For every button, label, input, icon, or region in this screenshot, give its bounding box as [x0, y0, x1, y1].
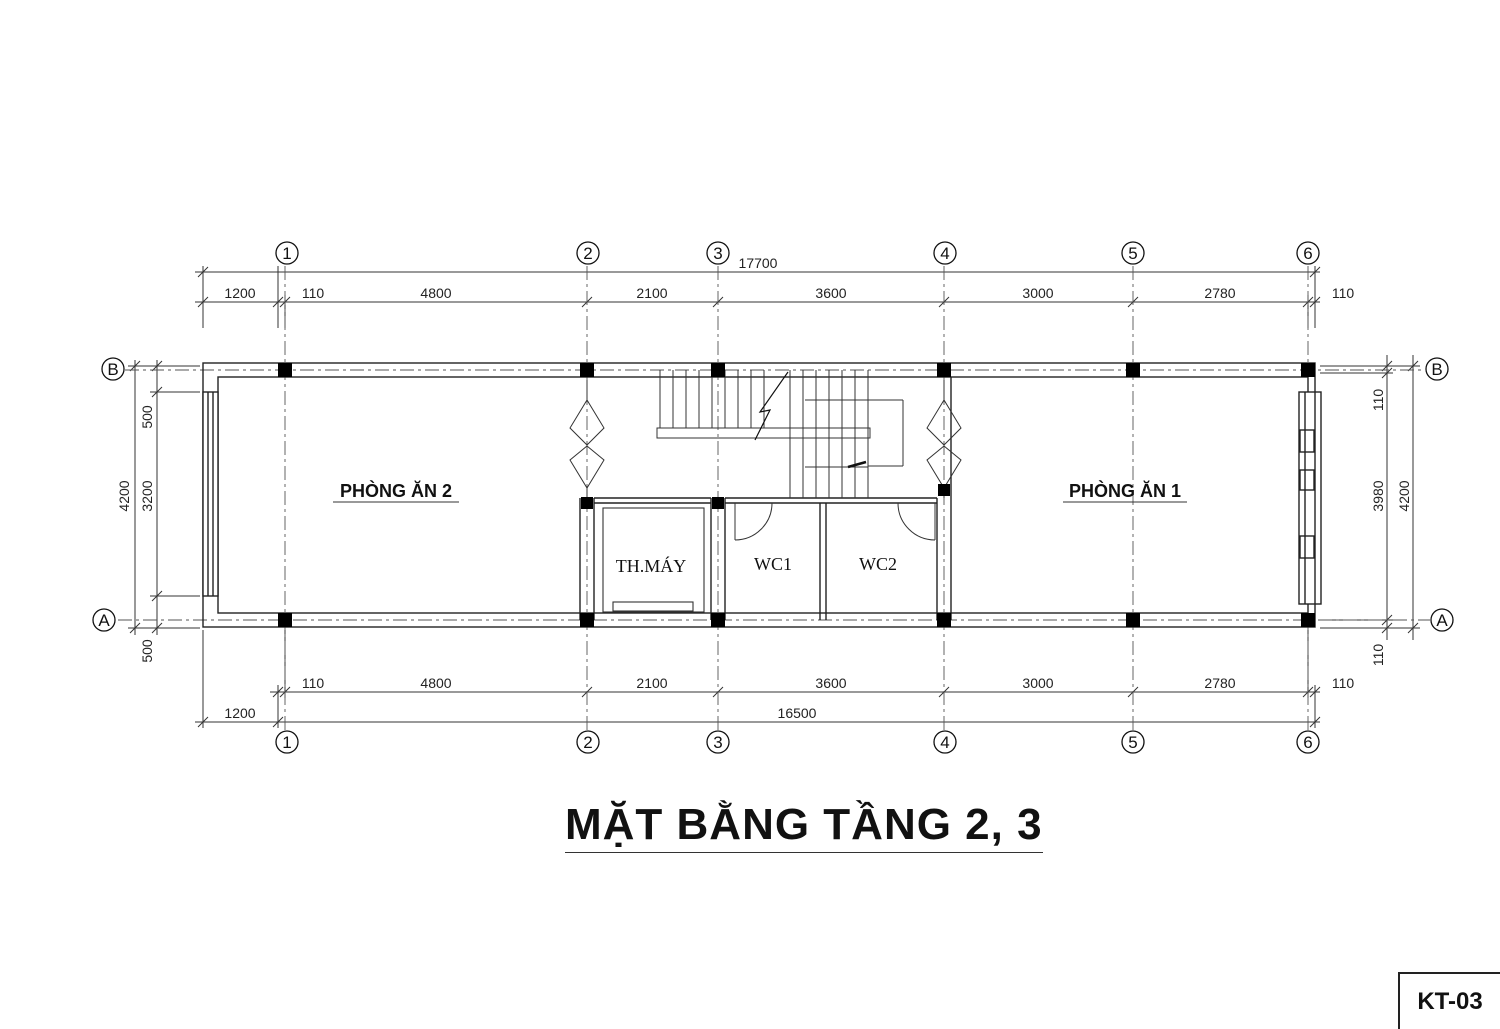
- dim-bottom-2780: 2780: [1204, 675, 1235, 691]
- dim-top-2780: 2780: [1204, 285, 1235, 301]
- dim-top-110-right: 110: [1332, 285, 1355, 301]
- column-3-B: [711, 363, 725, 377]
- column-5-A: [1126, 613, 1140, 627]
- axis-bubble-5-top: 5: [1121, 241, 1145, 265]
- dim-right-4200: 4200: [1396, 480, 1412, 511]
- dim-bottom-110-left: 110: [302, 675, 325, 691]
- svg-text:1: 1: [282, 733, 291, 752]
- svg-text:2: 2: [583, 244, 592, 263]
- staircase: [656, 370, 904, 498]
- dim-bottom-total: 16500: [778, 705, 817, 721]
- wc-doors: [734, 502, 936, 541]
- room-label-machine: TH.MÁY: [616, 555, 687, 576]
- sheet-code: KT-03: [1417, 987, 1483, 1015]
- dim-top-110-left: 110: [302, 285, 325, 301]
- dim-bottom-110-right: 110: [1332, 675, 1355, 691]
- machine-room: [602, 507, 705, 613]
- axis-bubble-2-top: 2: [576, 241, 600, 265]
- top-dimension-lines: [195, 266, 1321, 328]
- axis-bubble-4-top: 4: [933, 241, 957, 265]
- column-1-A: [278, 613, 292, 627]
- dim-bottom-2100: 2100: [636, 675, 667, 691]
- dim-bottom-3000: 3000: [1022, 675, 1053, 691]
- walls: [202, 362, 1322, 628]
- axis-bubble-3-bottom: 3: [706, 730, 730, 754]
- dim-bottom-4800: 4800: [420, 675, 451, 691]
- room-label-wc1: WC1: [754, 554, 792, 574]
- axis-bubble-1-bottom: 1: [275, 730, 299, 754]
- column-mid-3: [938, 484, 950, 496]
- column-2-A: [580, 613, 594, 627]
- bottom-dimensions: 110 4800 2100 3600 3000 2780 110 1200 16…: [224, 675, 1354, 721]
- column-6-B: [1301, 363, 1315, 377]
- column-4-A: [937, 613, 951, 627]
- svg-text:5: 5: [1128, 244, 1137, 263]
- column-6-A: [1301, 613, 1315, 627]
- svg-text:A: A: [1436, 611, 1448, 630]
- dim-right-3980: 3980: [1370, 480, 1386, 511]
- svg-text:3: 3: [713, 244, 722, 263]
- room-label-wc2: WC2: [859, 554, 897, 574]
- axis-bubble-6-bottom: 6: [1296, 730, 1320, 754]
- dim-right-110-bottom: 110: [1370, 644, 1386, 667]
- grid-axis-lines: [118, 266, 1430, 732]
- column-4-B: [937, 363, 951, 377]
- column-1-B: [278, 363, 292, 377]
- svg-text:4: 4: [940, 733, 949, 752]
- dim-top-3000: 3000: [1022, 285, 1053, 301]
- axis-bubble-2-bottom: 2: [576, 730, 600, 754]
- dim-left-4200: 4200: [116, 480, 132, 511]
- svg-text:4: 4: [940, 244, 949, 263]
- column-5-B: [1126, 363, 1140, 377]
- left-dimensions: 500 3200 4200 500: [116, 405, 155, 663]
- axis-bubble-B-right: B: [1425, 357, 1449, 381]
- dim-right-110-top: 110: [1370, 389, 1386, 412]
- svg-text:B: B: [1431, 360, 1442, 379]
- right-dimensions: 110 3980 4200 110: [1370, 389, 1412, 667]
- svg-text:A: A: [98, 611, 110, 630]
- svg-text:B: B: [107, 360, 118, 379]
- dim-top-1200: 1200: [224, 285, 255, 301]
- axis-bubble-3-top: 3: [706, 241, 730, 265]
- svg-text:5: 5: [1128, 733, 1137, 752]
- top-dimensions: 17700 1200 110 4800 2100 3600 3000 2780 …: [224, 255, 1354, 301]
- dim-left-3200: 3200: [139, 480, 155, 511]
- room-labels: PHÒNG ĂN 2 PHÒNG ĂN 1 TH.MÁY WC1 WC2: [333, 480, 1187, 576]
- dim-top-4800: 4800: [420, 285, 451, 301]
- axis-bubble-6-top: 6: [1296, 241, 1320, 265]
- svg-text:6: 6: [1303, 733, 1312, 752]
- dim-bottom-1200: 1200: [224, 705, 255, 721]
- axis-bubbles: 1 2 3 4 5 6 1 2 3 4 5 6 B A B A: [92, 241, 1454, 754]
- dim-top-3600: 3600: [815, 285, 846, 301]
- axis-bubble-A-left: A: [92, 608, 116, 632]
- sheet-code-box: KT-03: [1398, 972, 1500, 1029]
- axis-bubble-5-bottom: 5: [1121, 730, 1145, 754]
- svg-text:6: 6: [1303, 244, 1312, 263]
- drawing-title: MẶT BẰNG TẦNG 2, 3: [565, 800, 1043, 853]
- axis-bubble-4-bottom: 4: [933, 730, 957, 754]
- svg-text:2: 2: [583, 733, 592, 752]
- svg-text:1: 1: [282, 244, 291, 263]
- folding-doors: [569, 380, 962, 498]
- room-label-dining-1: PHÒNG ĂN 1: [1069, 480, 1181, 501]
- room-label-dining-2: PHÒNG ĂN 2: [340, 480, 452, 501]
- axis-bubble-B-left: B: [101, 357, 125, 381]
- side-dimension-lines: [128, 355, 1420, 640]
- dim-top-total: 17700: [739, 255, 778, 271]
- columns: [278, 363, 1315, 627]
- bottom-dimension-lines: [195, 630, 1321, 728]
- dim-left-500-top: 500: [139, 405, 155, 429]
- axis-bubble-1-top: 1: [275, 241, 299, 265]
- column-mid-1: [581, 497, 593, 509]
- dim-top-2100: 2100: [636, 285, 667, 301]
- dim-bottom-3600: 3600: [815, 675, 846, 691]
- axis-bubble-A-right: A: [1430, 608, 1454, 632]
- column-mid-2: [712, 497, 724, 509]
- dim-left-500-bottom: 500: [139, 639, 155, 663]
- column-3-A: [711, 613, 725, 627]
- svg-text:3: 3: [713, 733, 722, 752]
- column-2-B: [580, 363, 594, 377]
